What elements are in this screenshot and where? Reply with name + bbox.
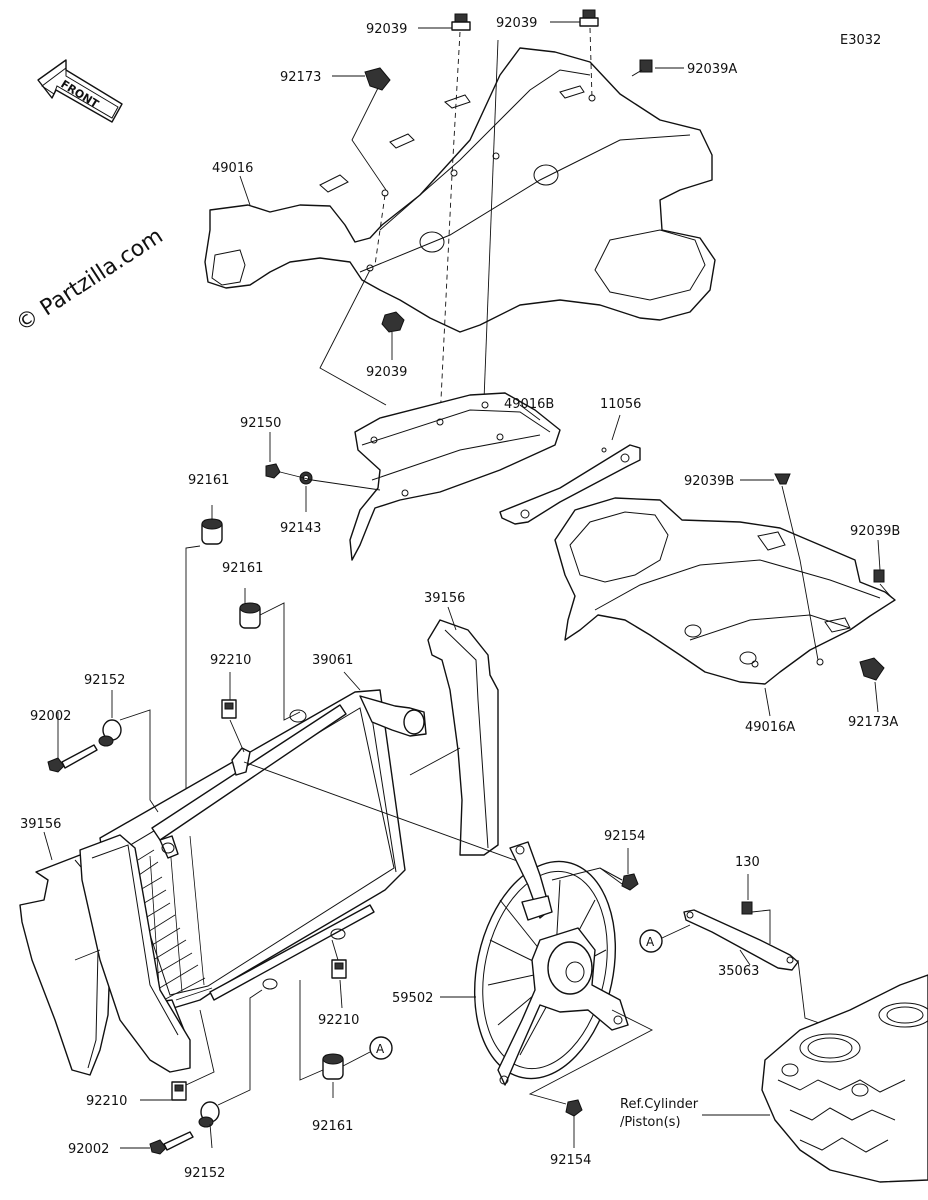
label-130: 130 <box>735 855 760 870</box>
bolt-92039A <box>631 59 653 77</box>
label-92210-a: 92210 <box>210 653 251 668</box>
callout-a-right-label: A <box>646 935 655 949</box>
nut-92210-b <box>331 959 347 979</box>
label-92039B-a: 92039B <box>684 474 734 489</box>
bolt-92002-a <box>47 744 98 773</box>
heat-shield-49016B <box>349 392 561 561</box>
damper-92161-c <box>322 1053 344 1080</box>
cylinder-block-reference <box>761 974 928 1183</box>
label-92150: 92150 <box>240 416 281 431</box>
label-39156-left: 39156 <box>20 817 61 832</box>
collar-92143 <box>299 471 313 485</box>
label-35063: 35063 <box>718 964 759 979</box>
label-92143: 92143 <box>280 521 321 536</box>
label-92039B-b: 92039B <box>850 524 900 539</box>
label-92002-a: 92002 <box>30 709 71 724</box>
label-11056: 11056 <box>600 397 641 412</box>
bolt-92039-top-b <box>579 9 599 27</box>
cover-39156-right <box>427 619 499 856</box>
damper-92161-b <box>239 602 261 629</box>
callout-a-left-label: A <box>376 1042 385 1056</box>
label-39156-right: 39156 <box>424 591 465 606</box>
label-92173A: 92173A <box>848 715 898 730</box>
nut-92210-a <box>221 699 237 719</box>
label-49016B: 49016B <box>504 397 554 412</box>
watermark: © Partzilla.com <box>12 224 168 337</box>
fan-59502 <box>473 841 629 1086</box>
cover-39156-left-inner <box>79 834 191 1073</box>
bolt-92039-top-a <box>451 13 471 31</box>
bolt-92002-b <box>149 1131 194 1155</box>
callout-marker-a-left: A <box>369 1036 393 1060</box>
reference-note-line1: Ref.Cylinder <box>620 1097 699 1112</box>
label-49016: 49016 <box>212 161 253 176</box>
clip-92173A <box>859 657 885 681</box>
label-92154-a: 92154 <box>604 829 645 844</box>
bracket-35063 <box>683 909 799 971</box>
reference-note-line2: /Piston(s) <box>620 1115 681 1130</box>
heat-shield-49016 <box>204 47 716 333</box>
label-92161-c: 92161 <box>312 1119 353 1134</box>
bolt-92150 <box>265 463 281 479</box>
heat-shield-49016A <box>554 497 896 685</box>
label-92152-a: 92152 <box>84 673 125 688</box>
damper-92161-a <box>201 518 223 545</box>
bracket-11056 <box>499 444 641 525</box>
label-92161-a: 92161 <box>188 473 229 488</box>
label-92039-top-b: 92039 <box>496 16 537 31</box>
bolt-92154-a <box>621 873 639 891</box>
label-49016A: 49016A <box>745 720 795 735</box>
callout-marker-a-right: A <box>639 929 663 953</box>
label-59502: 59502 <box>392 991 433 1006</box>
diagram-code: E3032 <box>840 33 881 48</box>
bolt-92039B-a <box>774 473 791 485</box>
label-92152-b: 92152 <box>184 1166 225 1181</box>
front-arrow-icon: FRONT <box>37 59 123 123</box>
label-92002-b: 92002 <box>68 1142 109 1157</box>
label-92039-mid: 92039 <box>366 365 407 380</box>
label-92161-b: 92161 <box>222 561 263 576</box>
label-92210-c: 92210 <box>86 1094 127 1109</box>
label-92039A: 92039A <box>687 62 737 77</box>
label-92210-b: 92210 <box>318 1013 359 1028</box>
label-39061: 39061 <box>312 653 353 668</box>
label-92173: 92173 <box>280 70 321 85</box>
clip-92173 <box>364 67 391 91</box>
nut-92210-c <box>171 1081 187 1101</box>
collar-92152-b <box>198 1101 220 1128</box>
bolt-130 <box>741 901 753 915</box>
collar-92152-a <box>98 719 122 747</box>
bolt-92154-b <box>565 1099 583 1117</box>
nut-92039-mid <box>381 311 405 333</box>
label-92039-top-a: 92039 <box>366 22 407 37</box>
label-92154-b: 92154 <box>550 1153 591 1168</box>
radiator-core-fins <box>137 835 213 1003</box>
bolt-92039B-b <box>873 569 885 583</box>
